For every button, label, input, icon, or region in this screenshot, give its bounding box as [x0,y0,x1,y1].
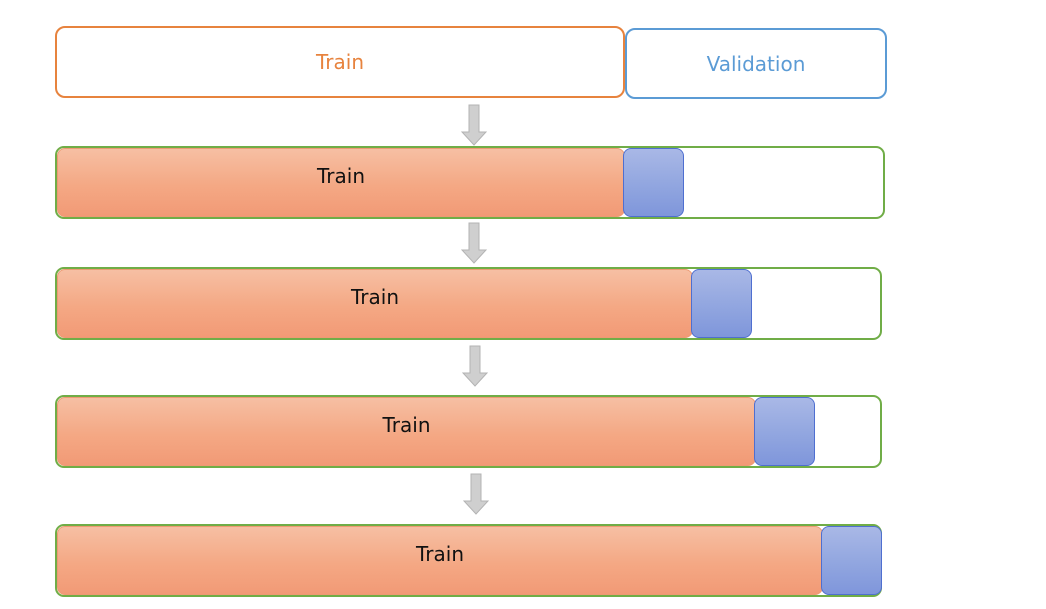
validation-header-box: Validation [625,28,887,99]
train-header-box: Train [55,26,625,98]
fold-validation-segment [623,148,684,217]
fold-train-label: Train [416,541,464,566]
fold-train-segment: Train [57,526,823,595]
down-arrow-icon [461,104,487,146]
fold-row-4: Train [55,524,882,597]
fold-train-label: Train [317,163,365,188]
fold-validation-segment [821,526,882,595]
down-arrow-icon [462,345,488,387]
fold-validation-segment [754,397,815,466]
fold-train-segment: Train [57,269,693,338]
fold-row-2: Train [55,267,882,340]
validation-header-label: Validation [706,51,806,76]
fold-train-label: Train [382,412,431,437]
fold-row-3: Train [55,395,882,468]
fold-train-label: Train [351,284,399,309]
down-arrow-icon [463,473,489,515]
fold-train-segment: Train [57,148,625,217]
train-header-label: Train [316,50,364,74]
fold-train-segment: Train [57,397,756,466]
fold-row-1: Train [55,146,885,219]
fold-validation-segment [691,269,752,338]
down-arrow-icon [461,222,487,264]
